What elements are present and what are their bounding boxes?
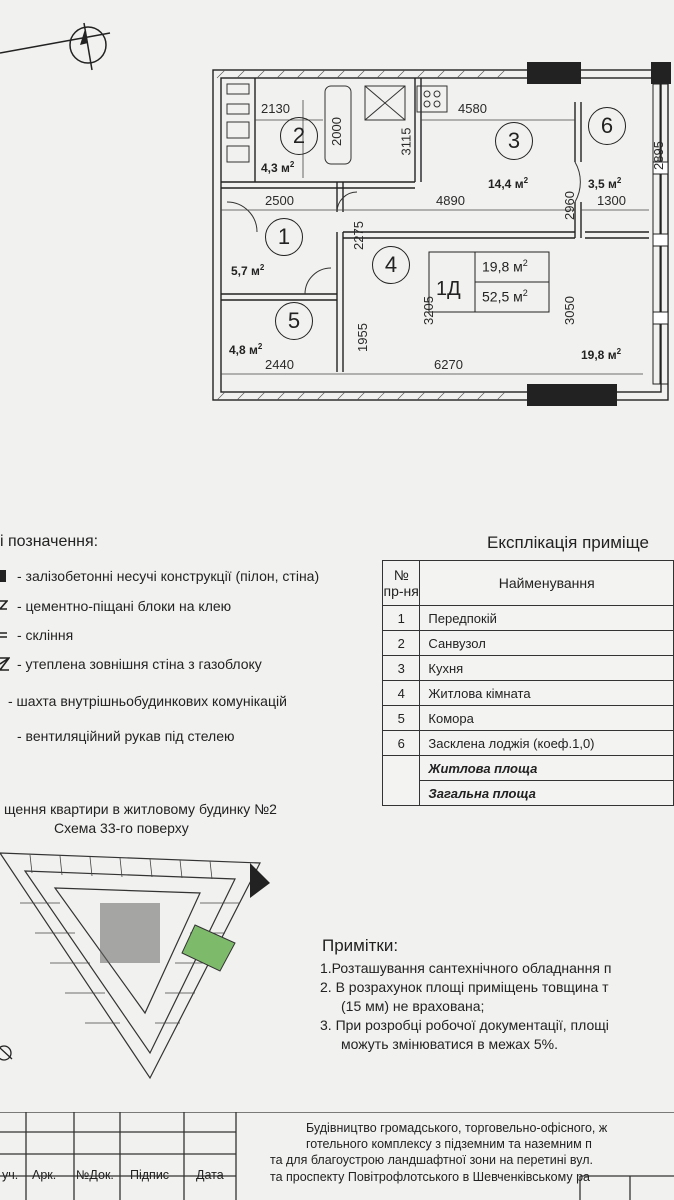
legend-symbol-concrete-icon — [0, 570, 6, 582]
row-num: 6 — [381, 730, 421, 756]
dim-2000: 2000 — [328, 117, 344, 146]
dim-2960: 2960 — [561, 191, 577, 220]
row-name: Житлова кімната — [419, 680, 674, 706]
table-row: 2 Санвузол — [381, 630, 674, 656]
dim-3115: 3115 — [398, 127, 414, 156]
notes-title: Примітки: — [322, 936, 399, 955]
stamp-col-5: Дата — [196, 1168, 224, 1182]
room-area-1: 5,7 м2 — [231, 263, 265, 278]
table-row: 3 Кухня — [381, 655, 674, 681]
legend-symbol-blocks-icon — [0, 600, 8, 610]
row-num: 4 — [381, 680, 421, 706]
legend-item-4: - утеплена зовнішня стіна з газоблоку — [17, 656, 262, 672]
dim-2895: 2895 — [650, 141, 666, 170]
room-number-2: 2 — [280, 117, 318, 155]
unit-total-area: 52,5 м2 — [482, 288, 528, 305]
row-name: Засклена лоджія (коеф.1,0) — [419, 730, 674, 756]
stamp-line-3: та для благоустрою ландшафтної зони на п… — [270, 1153, 593, 1167]
room-number-6: 6 — [588, 107, 626, 145]
table-row-total: Загальна площа — [383, 780, 674, 806]
floor-scheme — [0, 852, 270, 1080]
stamp-col-4: Підпис — [130, 1168, 170, 1182]
row-num: 1 — [381, 605, 421, 631]
room-area-4: 19,8 м2 — [581, 347, 622, 362]
row-name: Комора — [419, 705, 674, 731]
room-number-1: 1 — [265, 218, 303, 256]
unit-label: 1Д — [436, 278, 461, 300]
legend-title: і позначення: — [0, 533, 99, 550]
room-number-3: 3 — [495, 122, 533, 160]
table-row: 1 Передпокій — [381, 605, 674, 631]
dim-4890: 4890 — [436, 193, 465, 208]
legend-item-3: - скління — [17, 627, 74, 643]
note-line-4: 3. При розробці робочої документації, пл… — [320, 1017, 609, 1033]
note-line-1: 1.Розташування сантехнічного обладнання … — [320, 960, 612, 976]
legend-item-1: - залізобетонні несучі конструкції (піло… — [17, 568, 320, 584]
dim-2275: 2275 — [350, 221, 366, 250]
dim-4580: 4580 — [458, 101, 487, 116]
stamp-line-1: Будівництво громадського, торговельно-оф… — [306, 1121, 608, 1135]
room-number-4: 4 — [372, 246, 410, 284]
row-name: Санвузол — [419, 630, 674, 656]
table-row-living: Житлова площа — [381, 755, 674, 806]
floor-plan — [212, 62, 671, 406]
stamp-col-2: Арк. — [32, 1168, 57, 1182]
note-line-5: можуть змінюватися в межах 5%. — [341, 1036, 558, 1052]
dim-2130: 2130 — [261, 101, 290, 116]
north-arrow-icon — [0, 22, 111, 71]
dim-2440: 2440 — [265, 357, 294, 372]
note-line-3: (15 мм) не врахована; — [341, 998, 485, 1014]
stamp-line-2: готельного комплексу з підземним та назе… — [306, 1137, 592, 1151]
row-name: Передпокій — [419, 605, 674, 631]
row-num: 3 — [381, 655, 421, 681]
stamp-line-4: та проспекту Повітрофлотського в Шевченк… — [270, 1170, 590, 1184]
row-num: 2 — [381, 630, 421, 656]
scheme-subtitle: Схема 33-го поверху — [54, 820, 189, 836]
stamp-col-1: уч. — [2, 1168, 19, 1182]
title-block — [0, 1112, 674, 1200]
room-area-6: 3,5 м2 — [588, 176, 622, 191]
room-area-2: 4,3 м2 — [261, 160, 295, 175]
dim-6270: 6270 — [434, 357, 463, 372]
legend-symbol-glazing-icon — [0, 632, 7, 638]
dim-3205: 3205 — [420, 296, 436, 325]
legend-item-5: - шахта внутрішньобудинкових комунікацій — [8, 693, 287, 709]
dim-1955: 1955 — [354, 323, 370, 352]
dim-3050: 3050 — [561, 296, 577, 325]
dim-2500: 2500 — [265, 193, 294, 208]
explication-title: Експлікація приміще — [487, 533, 649, 552]
table-row: 6 Засклена лоджія (коеф.1,0) — [381, 730, 674, 756]
dim-1300: 1300 — [597, 193, 626, 208]
note-line-2: 2. В розрахунок площі приміщень товщина … — [320, 979, 609, 995]
room-area-5: 4,8 м2 — [229, 342, 263, 357]
row-num: 5 — [381, 705, 421, 731]
table-header-name: Найменування — [419, 560, 674, 606]
table-row: 5 Комора — [381, 705, 674, 731]
row-name: Кухня — [419, 655, 674, 681]
room-area-3: 14,4 м2 — [488, 176, 529, 191]
scheme-title: щення квартири в житловому будинку №2 — [4, 801, 277, 817]
room-number-5: 5 — [275, 302, 313, 340]
stamp-col-3: №Док. — [76, 1168, 114, 1182]
notes: Примітки: 1.Розташування сантехнічного о… — [320, 936, 611, 1054]
legend-item-2: - цементно-піщані блоки на клею — [17, 598, 232, 614]
legend-item-6: - вентиляційний рукав під стелею — [17, 728, 235, 744]
legend-symbol-insulated-wall-icon — [0, 657, 10, 671]
table-row: 4 Житлова кімната — [381, 680, 674, 706]
living-area-label: Житлова площа — [419, 755, 674, 781]
unit-living-area: 19,8 м2 — [482, 258, 528, 275]
total-area-label: Загальна площа — [419, 780, 674, 806]
